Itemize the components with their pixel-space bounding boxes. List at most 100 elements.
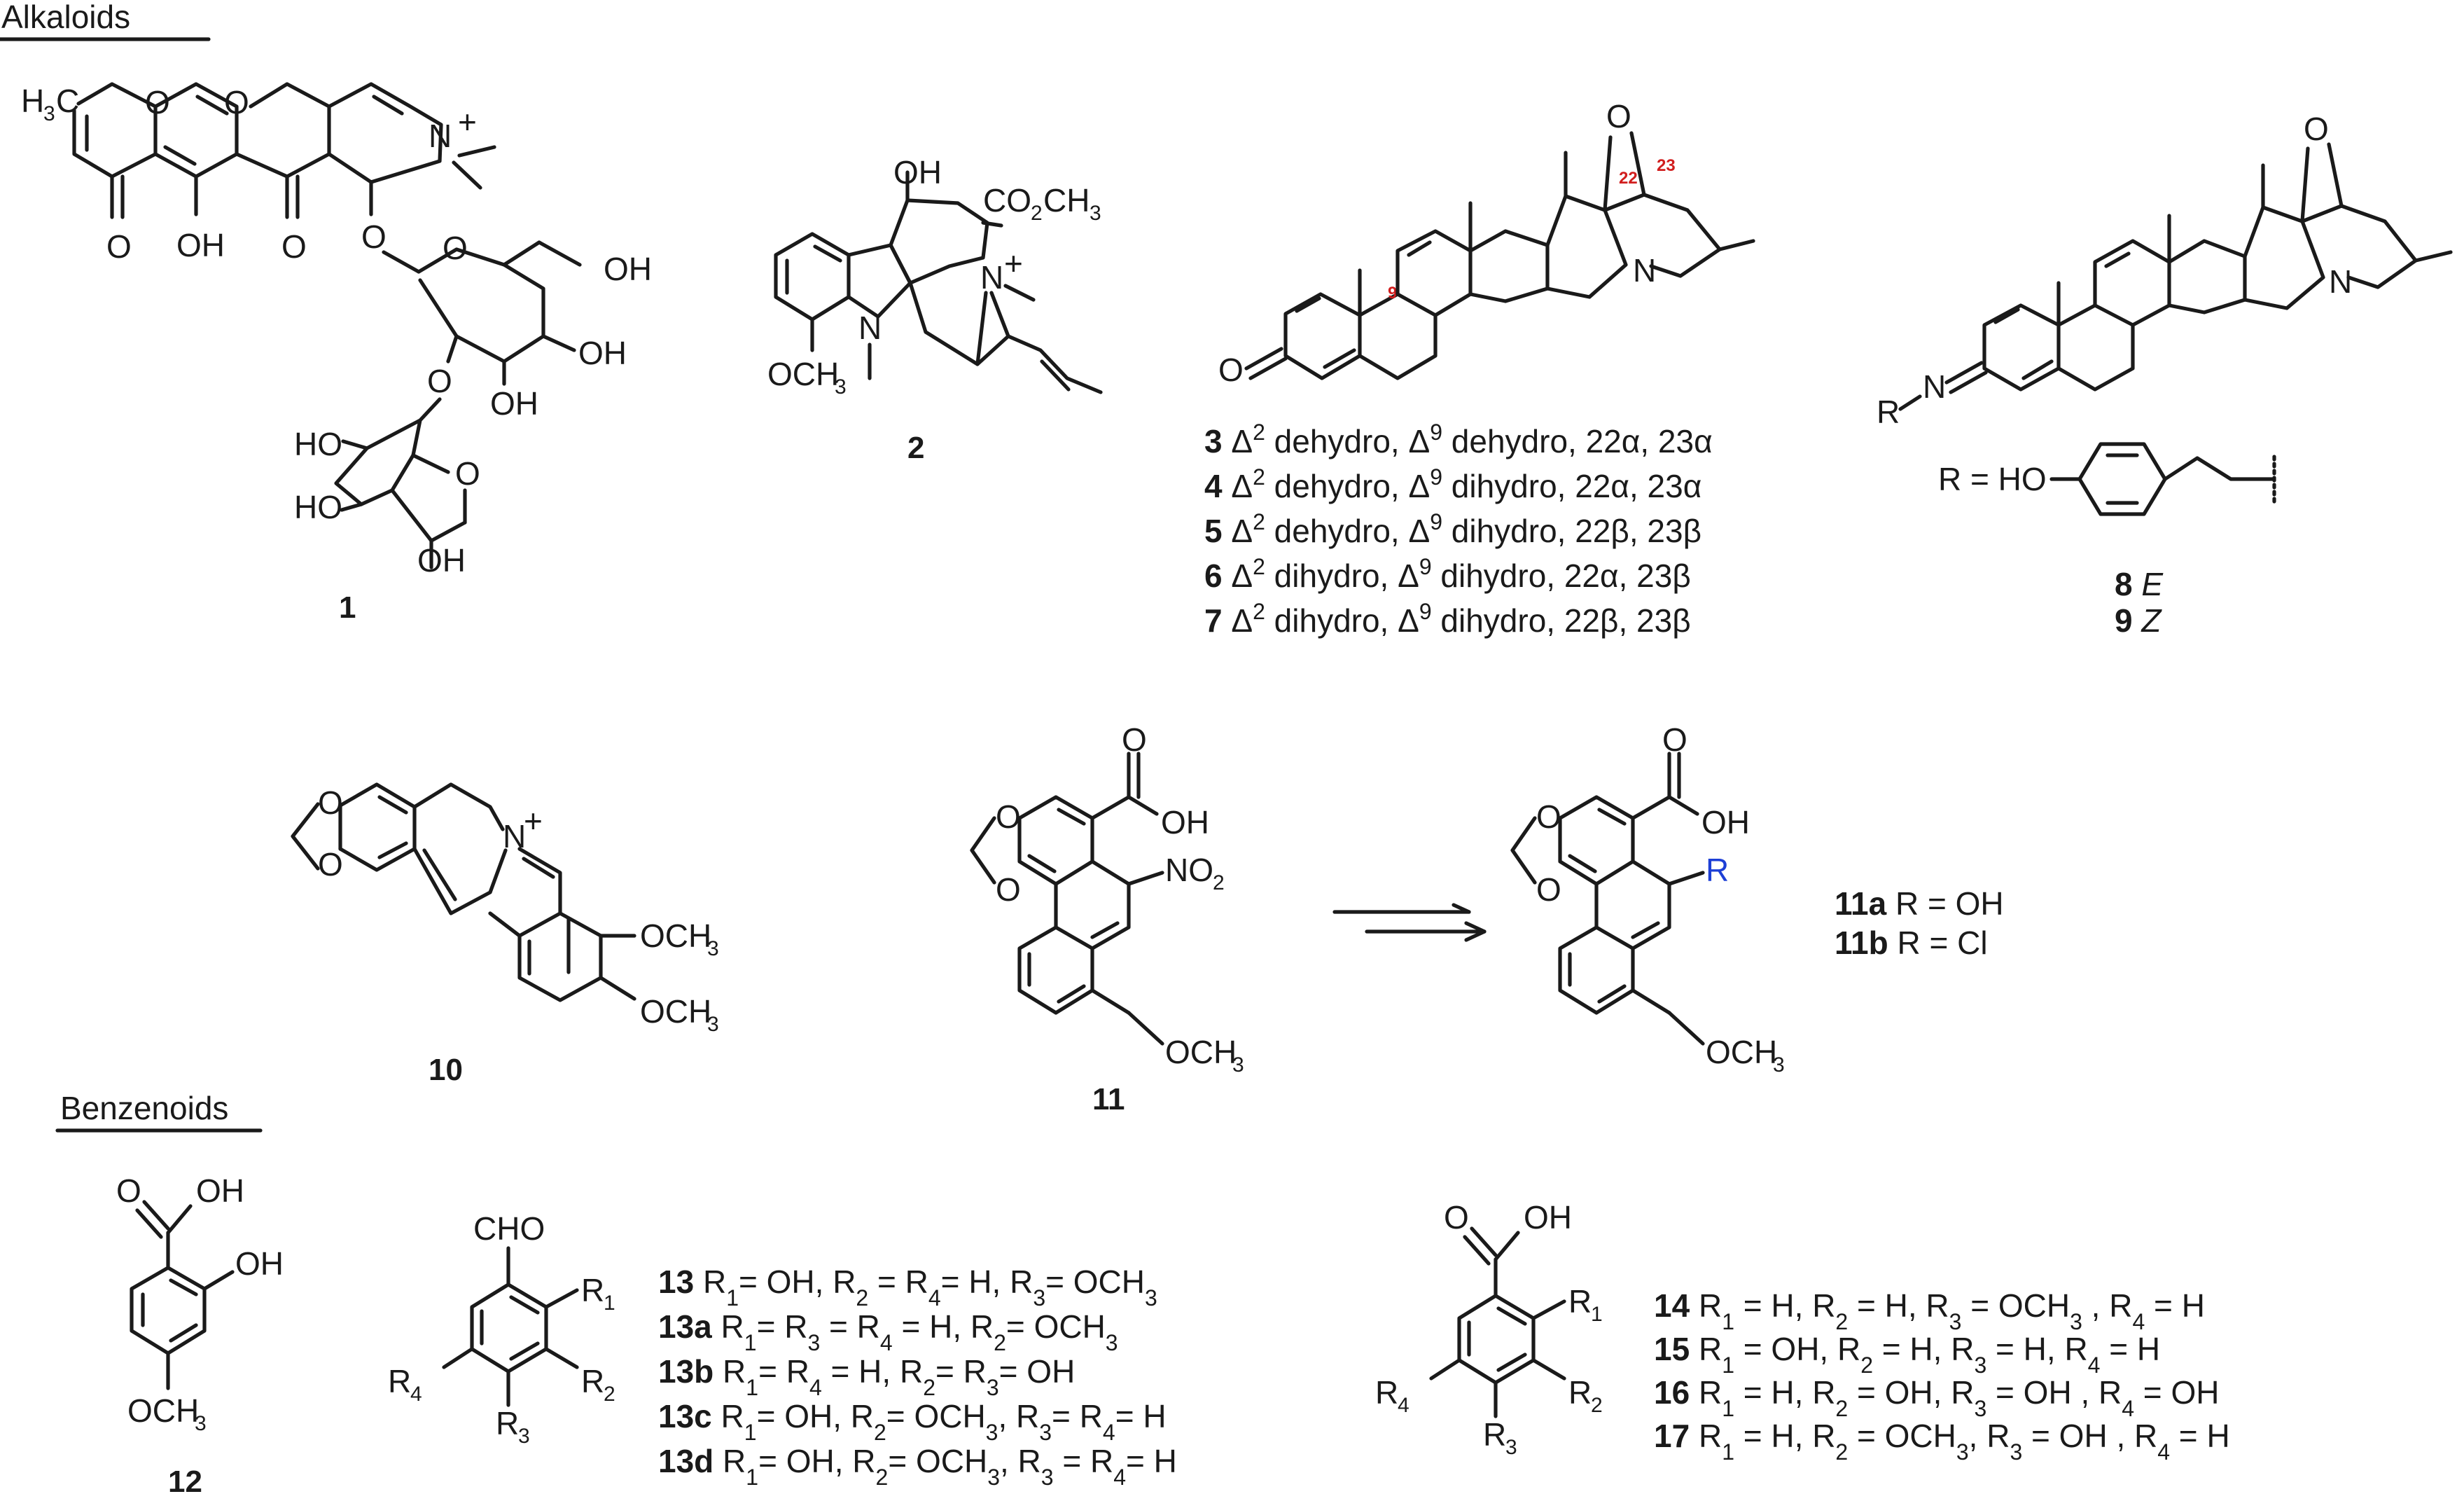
atom-label: O [361, 219, 387, 255]
atom-label: OH [176, 227, 225, 263]
bond [522, 857, 555, 879]
bond [1531, 1358, 1566, 1381]
atom-label: O [224, 84, 249, 120]
bond [1993, 307, 2020, 324]
bond [1407, 240, 1432, 257]
bond [1558, 925, 1635, 1015]
bond [517, 911, 562, 938]
bond [382, 250, 421, 274]
bond [1718, 239, 1755, 251]
atom-label: 2 [604, 1383, 615, 1406]
bond [1395, 229, 1473, 317]
atom-label: O [1606, 98, 1631, 134]
atom-label: OCH [127, 1392, 199, 1429]
atom-label: OH [604, 251, 652, 287]
legend-row: 7 Δ2 dihydro, Δ9 dihydro, 22β, 23β [1204, 599, 1691, 639]
legend-row: 5 Δ2 dehydro, Δ9 dihydro, 22β, 23β [1204, 509, 1701, 549]
bond [235, 82, 331, 179]
bond [1667, 1011, 1705, 1046]
atom-label: OCH [1165, 1034, 1237, 1070]
atom-label: R [496, 1405, 519, 1441]
legend-row: 14 R1 = H, R2 = H, R3 = OCH3 , R4 = H [1654, 1287, 2205, 1334]
atom-label: 3 [43, 102, 55, 125]
bond [2243, 205, 2325, 310]
bond [142, 1200, 170, 1231]
section-title-benzenoids: Benzenoids [60, 1090, 228, 1126]
atom-label: N [2329, 263, 2352, 300]
bond [1295, 296, 1321, 313]
reaction-arrows [1332, 903, 1487, 942]
bond [1597, 808, 1627, 826]
atom-label: O [443, 230, 468, 266]
bond [1057, 808, 1086, 826]
bond [1017, 925, 1094, 1015]
atom-label: O [455, 455, 480, 492]
bond [163, 145, 197, 166]
compound-number: 12 [168, 1465, 202, 1499]
atom-label: O [996, 798, 1021, 835]
bond [1090, 988, 1131, 1015]
legend-8-9: 8 E9 Z [2115, 566, 2164, 639]
atom-label: 1 [1591, 1303, 1603, 1326]
atom-label: R [1375, 1374, 1398, 1411]
atom-label: 3 [1505, 1436, 1517, 1459]
bond [195, 95, 229, 116]
legend-row: 9 Z [2115, 602, 2162, 639]
bond [1597, 984, 1627, 1004]
bond [153, 82, 239, 179]
bond [1594, 859, 1671, 950]
bond [981, 221, 1003, 228]
bond [1944, 361, 1984, 385]
bond [1248, 357, 1288, 380]
bond [1003, 284, 1036, 302]
atom-label: O [1122, 721, 1147, 758]
legend-row: 16 R1 = H, R2 = OH, R3 = OH , R4 = OH [1654, 1374, 2219, 1421]
bond [327, 82, 443, 184]
atom-label: 22 [1619, 169, 1638, 188]
bond [1631, 795, 1671, 820]
atom-label: OH [893, 154, 942, 191]
bond [1949, 371, 1988, 394]
bond [905, 198, 989, 285]
bond [1667, 795, 1699, 816]
compound-11ab-structure: O O O OH R OCH 3 [1510, 721, 1785, 1077]
bond [544, 1347, 579, 1369]
bond [502, 240, 541, 267]
bond [1244, 347, 1283, 371]
bond [1631, 988, 1671, 1015]
atom-label: + [1004, 245, 1023, 282]
bond [1057, 984, 1086, 1004]
bond [291, 802, 320, 871]
atom-label: + [524, 803, 543, 839]
atom-label: N [858, 310, 882, 346]
legend-row: 11b R = Cl [1835, 925, 1988, 961]
atom-label: R [1568, 1283, 1592, 1320]
bond [457, 145, 496, 158]
bond [166, 1204, 193, 1235]
bond [341, 439, 369, 450]
bond [1127, 795, 1159, 816]
atom-label: O [2304, 111, 2329, 147]
bond [411, 453, 450, 474]
atom-label: O [996, 871, 1021, 908]
atom-label: N [1923, 368, 1946, 405]
bond [1470, 1226, 1498, 1257]
bond [452, 160, 482, 190]
bond [412, 782, 505, 831]
atom-label: O [1536, 798, 1561, 835]
bond [2093, 239, 2171, 327]
legend-row: 8 E [2115, 566, 2164, 602]
atom-label: O [1536, 871, 1561, 908]
section-title-alkaloids: Alkaloids [1, 0, 130, 35]
atom-label: O [106, 228, 132, 265]
atom-label: 3 [518, 1425, 530, 1448]
legend-row: 6 Δ2 dihydro, Δ9 dihydro, 22α, 23β [1204, 554, 1691, 594]
bond [1603, 193, 1722, 278]
bond [1510, 816, 1537, 885]
bond [334, 397, 442, 506]
bond [509, 1295, 540, 1315]
bond [813, 244, 842, 263]
bond [970, 816, 996, 885]
